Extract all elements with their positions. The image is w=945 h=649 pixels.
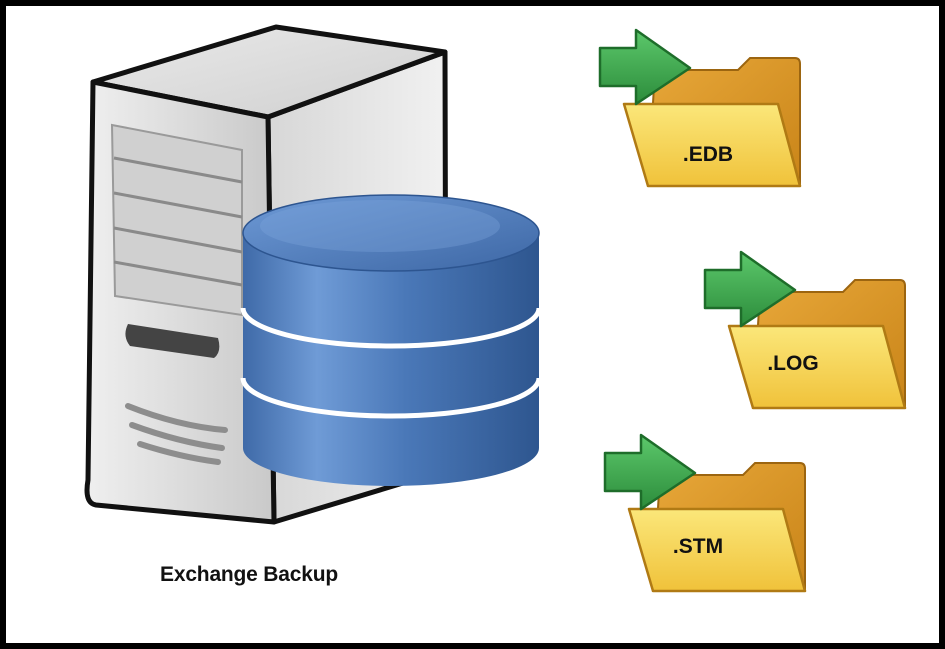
diagram-svg: .EDB .LOG .STM <box>84 24 907 593</box>
folder-icon <box>727 279 907 410</box>
arrow-right-icon <box>703 250 797 328</box>
file-extension-label: .EDB <box>683 143 733 166</box>
database-icon <box>240 194 542 486</box>
folder-icon <box>627 462 807 593</box>
diagram-canvas: .EDB .LOG .STM Exchange Backup <box>6 6 939 643</box>
file-log: .LOG <box>703 250 907 410</box>
arrow-right-icon <box>598 28 692 106</box>
arrow-right-icon <box>603 433 697 511</box>
folder-icon <box>622 57 802 188</box>
file-stm: .STM <box>603 433 807 593</box>
diagram-caption: Exchange Backup <box>160 563 338 586</box>
file-extension-label: .LOG <box>767 352 818 375</box>
file-extension-label: .STM <box>673 535 723 558</box>
file-edb: .EDB <box>598 28 802 188</box>
